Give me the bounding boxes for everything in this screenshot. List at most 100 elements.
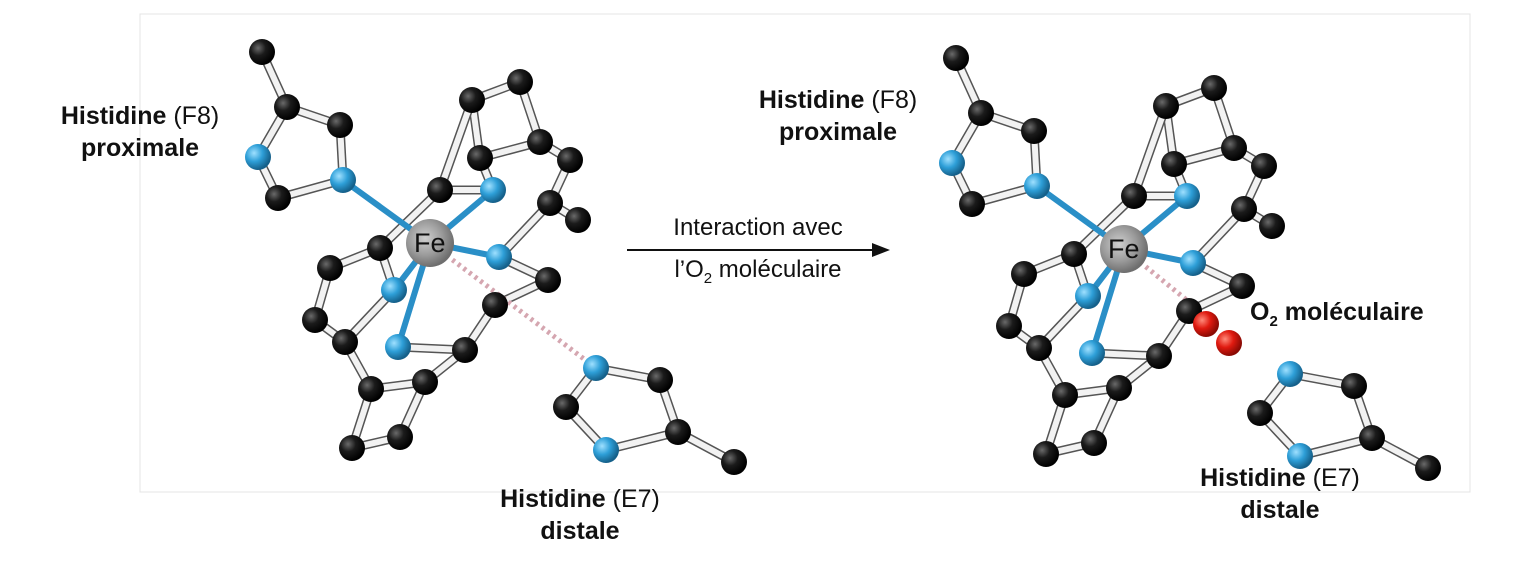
nitrogen-atom-dn2	[593, 437, 619, 463]
carbon-atom-r3	[1221, 135, 1247, 161]
carbon-atom-r15	[1026, 335, 1052, 361]
arrow-label-sub: 2	[703, 269, 713, 287]
right-proximal-name: Histidine	[758, 86, 865, 114]
right-oxygen-label: O2 moléculaire	[1250, 296, 1424, 338]
right-distal-role: distale	[1240, 496, 1320, 524]
oxygen-atom-1	[1193, 311, 1219, 337]
left-distal-code: (E7)	[612, 485, 660, 513]
carbon-atom-r14	[358, 376, 384, 402]
carbon-atom-r14	[1052, 382, 1078, 408]
nitrogen-atom-rn4	[381, 277, 407, 303]
carbon-atom-pc2	[968, 100, 994, 126]
arrow-label-line2: l’O2 moléculaire	[628, 254, 888, 295]
carbon-atom-pc2	[274, 94, 300, 120]
carbon-atom-pc1	[943, 45, 969, 71]
carbon-atom-r5	[1251, 153, 1277, 179]
carbon-atom-pc3	[1021, 118, 1047, 144]
nitrogen-atom-rn3	[1079, 340, 1105, 366]
carbon-atom-r6	[1231, 196, 1257, 222]
carbon-atom-pc1	[249, 39, 275, 65]
carbon-atom-r19	[427, 177, 453, 203]
nitrogen-atom-rn2	[486, 244, 512, 270]
right-proximal-label: Histidine (F8) proximale	[728, 84, 948, 148]
arrow-label-line1: Interaction avec	[673, 214, 843, 241]
carbon-atom-r1	[1153, 93, 1179, 119]
carbon-atom-r11	[412, 369, 438, 395]
carbon-atom-dc2	[665, 419, 691, 445]
carbon-atom-dc3	[553, 394, 579, 420]
left-panel-frame	[139, 13, 1471, 493]
carbon-atom-dc4	[1415, 455, 1441, 481]
right-oxygen-rest: moléculaire	[1277, 298, 1424, 326]
carbon-atom-r5	[557, 147, 583, 173]
carbon-atom-r6	[537, 190, 563, 216]
carbon-atom-r17	[317, 255, 343, 281]
carbon-atom-r13	[339, 435, 365, 461]
right-oxygen-sub: 2	[1269, 313, 1278, 330]
carbon-atom-r1	[459, 87, 485, 113]
reaction-arrow	[627, 243, 890, 257]
right-iron-label: Fe	[1108, 234, 1140, 264]
right-proximal-code: (F8)	[871, 86, 918, 114]
carbon-atom-r18	[1061, 241, 1087, 267]
carbon-atom-pc4	[265, 185, 291, 211]
nitrogen-atom-rn1	[480, 177, 506, 203]
carbon-atom-r9	[482, 292, 508, 318]
arrow-label-rest: moléculaire	[712, 256, 842, 283]
carbon-atom-dc4	[721, 449, 747, 475]
nitrogen-atom-rn3	[385, 334, 411, 360]
bond-29	[377, 187, 443, 251]
left-distal-label: Histidine (E7) distale	[470, 483, 690, 547]
nitrogen-atom-pn1	[939, 150, 965, 176]
bond-29	[1071, 193, 1137, 257]
carbon-atom-r7	[565, 207, 591, 233]
left-distal-role: distale	[540, 517, 620, 545]
carbon-atom-dc1	[1341, 373, 1367, 399]
nitrogen-atom-pn2	[1024, 173, 1050, 199]
carbon-atom-r16	[302, 307, 328, 333]
oxygen-atom-2	[1216, 330, 1242, 356]
left-iron-label: Fe	[414, 228, 446, 258]
carbon-atom-r8	[535, 267, 561, 293]
carbon-atom-r15	[332, 329, 358, 355]
carbon-atom-r12	[387, 424, 413, 450]
carbon-atom-r2	[507, 69, 533, 95]
nitrogen-atom-dn1	[583, 355, 609, 381]
left-proximal-code: (F8)	[173, 102, 220, 130]
carbon-atom-r10	[1146, 343, 1172, 369]
nitrogen-atom-dn2	[1287, 443, 1313, 469]
right-oxygen-o: O	[1250, 298, 1270, 326]
right-distal-code: (E7)	[1312, 464, 1360, 492]
nitrogen-atom-rn2	[1180, 250, 1206, 276]
nitrogen-atom-rn1	[1174, 183, 1200, 209]
left-proximal-role: proximale	[80, 134, 200, 162]
bond-31	[437, 97, 475, 193]
carbon-atom-r16	[996, 313, 1022, 339]
carbon-atom-dc2	[1359, 425, 1385, 451]
carbon-atom-r11	[1106, 375, 1132, 401]
nitrogen-atom-dn1	[1277, 361, 1303, 387]
iron-atom	[406, 219, 454, 267]
left-heme-molecule	[245, 39, 747, 475]
right-heme-molecule	[939, 45, 1441, 481]
right-distal-name: Histidine	[1200, 464, 1306, 492]
left-distal-name: Histidine	[500, 485, 606, 513]
iron-atom	[1100, 225, 1148, 273]
carbon-atom-dc1	[647, 367, 673, 393]
carbon-atom-r12	[1081, 430, 1107, 456]
arrow-label-o: l’O	[674, 256, 704, 283]
carbon-atom-r2	[1201, 75, 1227, 101]
carbon-atom-r19	[1121, 183, 1147, 209]
carbon-atom-pc4	[959, 191, 985, 217]
nitrogen-atom-rn4	[1075, 283, 1101, 309]
carbon-atom-r7	[1259, 213, 1285, 239]
carbon-atom-pc3	[327, 112, 353, 138]
left-proximal-label: Histidine (F8) proximale	[30, 100, 250, 164]
carbon-atom-r18	[367, 235, 393, 261]
carbon-atom-r8	[1229, 273, 1255, 299]
carbon-atom-r13	[1033, 441, 1059, 467]
right-distal-label: Histidine (E7) distale	[1170, 462, 1390, 526]
carbon-atom-r17	[1011, 261, 1037, 287]
carbon-atom-r3	[527, 129, 553, 155]
bond-31	[1131, 103, 1169, 199]
